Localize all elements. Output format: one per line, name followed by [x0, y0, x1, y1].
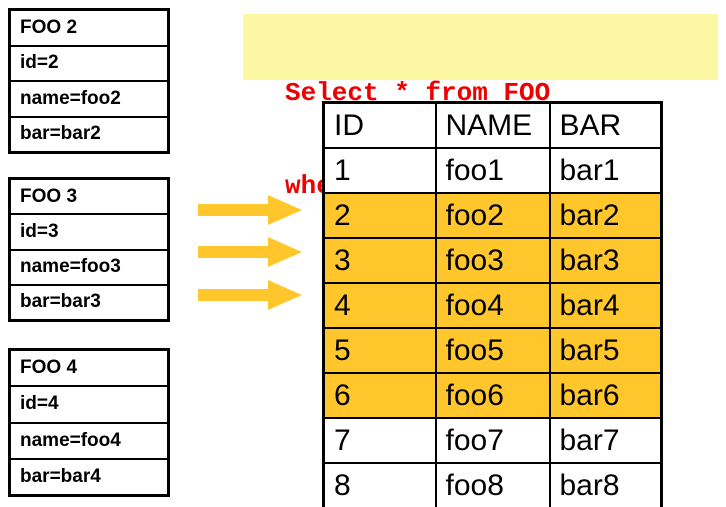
table-row: 3 foo3 bar3 — [322, 237, 663, 284]
cell-id: 3 — [322, 237, 437, 284]
result-table: ID NAME BAR 1 foo1 bar1 2 foo2 bar2 3 fo… — [322, 101, 663, 507]
cell-id: 4 — [322, 282, 437, 329]
record-card-field-id: id=2 — [11, 47, 167, 82]
cell-bar: bar2 — [548, 192, 663, 239]
cell-id: 7 — [322, 417, 437, 464]
cell-bar: bar5 — [548, 327, 663, 374]
record-card-title: FOO 4 — [11, 351, 167, 388]
cell-id: 2 — [322, 192, 437, 239]
cell-bar: bar4 — [548, 282, 663, 329]
record-card-field-bar: bar=bar4 — [20, 465, 101, 487]
column-header-id: ID — [322, 101, 437, 149]
cell-bar: bar8 — [548, 462, 663, 507]
sql-query-banner: Select * from FOO where id > 1 and id < … — [243, 14, 718, 201]
record-card-foo3: FOO 3 id=3 name=foo3 bar=bar3 — [8, 177, 170, 322]
column-header-name: NAME — [434, 101, 551, 149]
record-card-foo2: FOO 2 id=2 name=foo2 bar=bar2 — [8, 8, 170, 154]
cell-name: foo7 — [434, 417, 551, 464]
cell-bar: bar7 — [548, 417, 663, 464]
arrow-right-icon — [198, 195, 302, 225]
table-row: 2 foo2 bar2 — [322, 192, 663, 239]
arrow-right-icon — [198, 280, 302, 310]
record-card-field-name: name=foo2 — [11, 82, 167, 118]
cell-id: 5 — [322, 327, 437, 374]
cell-name: foo2 — [434, 192, 551, 239]
table-row: 5 foo5 bar5 — [322, 327, 663, 374]
table-row: 7 foo7 bar7 — [322, 417, 663, 464]
table-row: 8 foo8 bar8 — [322, 462, 663, 507]
cell-name: foo6 — [434, 372, 551, 419]
cell-bar: bar6 — [548, 372, 663, 419]
cell-name: foo8 — [434, 462, 551, 507]
cell-bar: bar1 — [548, 147, 663, 194]
cell-id: 8 — [322, 462, 437, 507]
record-card-field-bar: bar=bar2 — [20, 123, 101, 145]
table-row: 1 foo1 bar1 — [322, 147, 663, 194]
cell-name: foo4 — [434, 282, 551, 329]
record-card-field-id: id=4 — [11, 387, 167, 424]
cell-id: 1 — [322, 147, 437, 194]
record-card-field-name: name=foo4 — [11, 424, 167, 460]
column-header-bar: BAR — [548, 101, 663, 149]
table-row: 4 foo4 bar4 — [322, 282, 663, 329]
record-card-foo4: FOO 4 id=4 name=foo4 bar=bar4 — [8, 348, 170, 497]
table-header-row: ID NAME BAR — [322, 101, 663, 149]
record-card-title: FOO 2 — [11, 11, 167, 47]
arrow-right-icon — [198, 237, 302, 267]
cell-bar: bar3 — [548, 237, 663, 284]
cell-name: foo5 — [434, 327, 551, 374]
record-card-field-name: name=foo3 — [11, 251, 167, 286]
record-card-field-bar: bar=bar3 — [20, 291, 101, 313]
cell-name: foo3 — [434, 237, 551, 284]
cell-id: 6 — [322, 372, 437, 419]
table-row: 6 foo6 bar6 — [322, 372, 663, 419]
record-card-title: FOO 3 — [11, 180, 167, 216]
cell-name: foo1 — [434, 147, 551, 194]
record-card-field-id: id=3 — [11, 215, 167, 251]
